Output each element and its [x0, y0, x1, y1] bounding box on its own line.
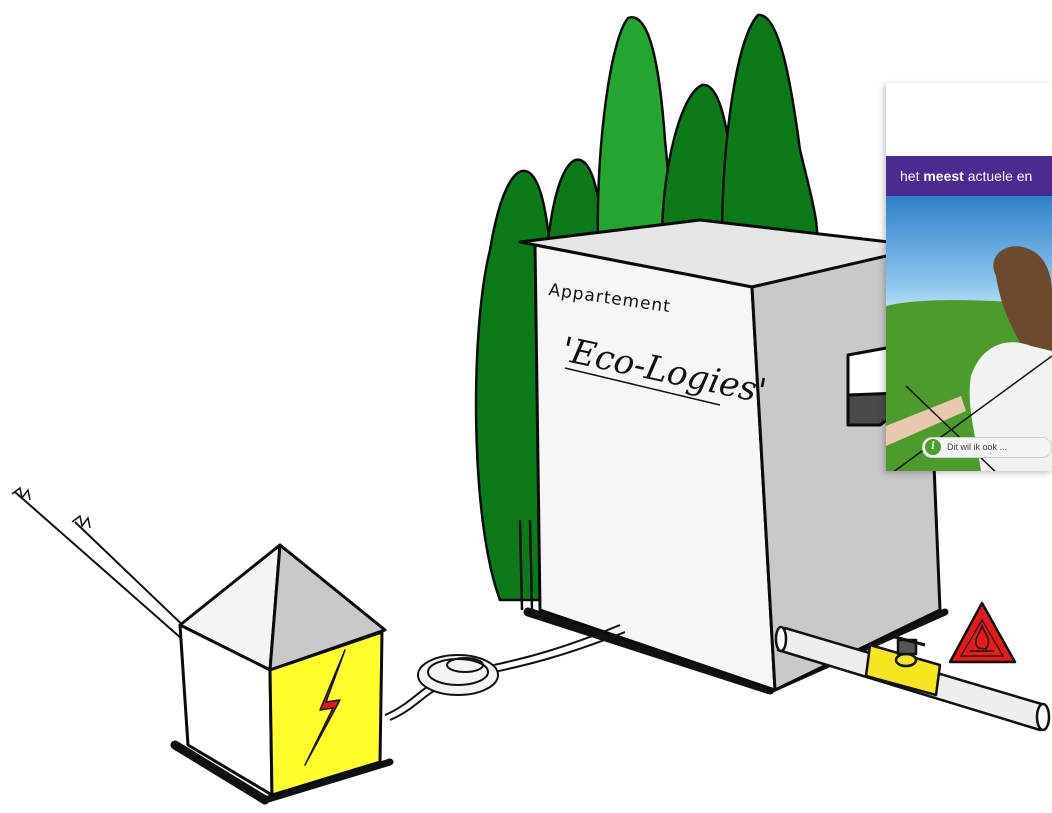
flammable-warning-icon — [950, 603, 1015, 662]
banner-bold: meest — [923, 168, 963, 184]
website-banner: het meest actuele en — [886, 156, 1052, 196]
website-preview: het meest actuele en i Dit wil ik ook ... — [886, 83, 1052, 471]
photo-illustration — [886, 196, 1052, 471]
cta-button[interactable]: i Dit wil ik ook ... — [922, 437, 1052, 458]
cable-coil — [385, 625, 625, 720]
website-header — [886, 83, 1052, 156]
banner-suffix: actuele en — [964, 168, 1033, 184]
info-icon: i — [925, 439, 941, 455]
woman-meadow-photo — [886, 196, 1052, 471]
banner-prefix: het — [900, 168, 923, 184]
cta-label: Dit wil ik ook ... — [947, 442, 1007, 452]
electricity-box — [180, 545, 385, 795]
gas-pipe — [776, 627, 1049, 730]
tree-right — [722, 15, 817, 258]
